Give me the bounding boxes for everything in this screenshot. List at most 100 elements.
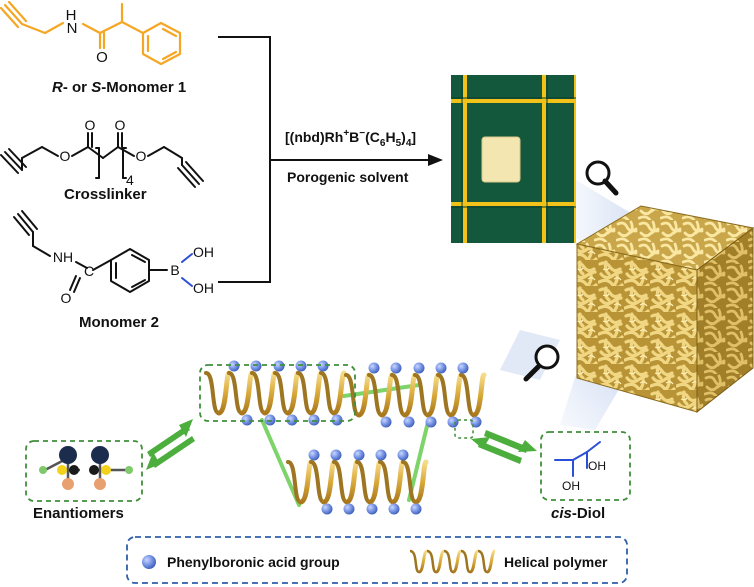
crosslink-line-1 — [342, 383, 421, 398]
legend-helix-back-1 — [409, 549, 420, 574]
helix-right-bottom-bead-3 — [425, 416, 437, 428]
monomer-2-oh-atom-2: OH — [193, 280, 214, 296]
helix-left-bottom-bead-3 — [286, 414, 298, 426]
helix-bottom-back-strand-2 — [309, 460, 326, 504]
helix-right-bottom-bead-1 — [380, 416, 392, 428]
catalyst-minus: − — [359, 128, 365, 139]
monomer-1-label-suffix: -Monomer 1 — [101, 79, 186, 96]
catalyst-part-d: ) — [401, 129, 406, 145]
helix-bottom-top-bead-3 — [353, 449, 365, 461]
legend-helix-label: Helical polymer — [504, 554, 608, 570]
reaction-arrow-head — [428, 154, 443, 166]
helix-bottom-bottom-bead-1 — [321, 503, 333, 515]
legend-helix-back-3 — [443, 549, 454, 574]
helix-right-top-bead-2 — [390, 362, 402, 374]
porous-cube — [575, 205, 754, 414]
cis-diol-oh-1: OH — [588, 459, 606, 473]
equilibrium-arrow-right — [471, 430, 537, 464]
helix-bottom-bottom-bead-2 — [343, 503, 355, 515]
legend-helix-back-2 — [426, 549, 437, 574]
monomer-2-b-atom: B — [170, 262, 179, 278]
legend-helix-back-4 — [460, 549, 471, 574]
helix-left-top-bead-3 — [273, 360, 285, 372]
enantiomer-molecule-2 — [89, 446, 133, 490]
helix-left-back-strand-6 — [319, 371, 336, 415]
legend-helix-front-5 — [486, 549, 496, 574]
helix-bottom-top-bead-2 — [330, 449, 342, 461]
monomer-1-h-atom: H — [66, 7, 77, 24]
helix-left-back-strand-1 — [204, 371, 221, 415]
crosslinker-o-atom-3: O — [60, 148, 71, 164]
helix-right-top-bead-5 — [457, 362, 469, 374]
helix-bottom-bottom-bead-5 — [410, 503, 422, 515]
enantiomers-label: Enantiomers — [33, 505, 124, 522]
cis-diol-box — [540, 431, 631, 501]
helix-left-top-bead-5 — [317, 360, 329, 372]
helix-bottom-front-strand-2 — [321, 459, 337, 505]
helix-left-front-strand-5 — [308, 370, 324, 416]
catalyst-part-e: ] — [411, 129, 416, 145]
catalyst-six: 6 — [380, 138, 386, 149]
crosslinker-o-atom-1: O — [85, 117, 96, 133]
helix-left-front-strand-4 — [285, 370, 301, 416]
helix-right-back-strand-5 — [436, 373, 453, 417]
catalyst-five: 5 — [396, 138, 402, 149]
magnifier-icon-bottom — [523, 344, 560, 382]
helix-right-bottom-bead-2 — [403, 416, 415, 428]
helix-right-front-strand-2 — [379, 372, 395, 418]
helix-left-top-bead-1 — [228, 360, 240, 372]
boronic-acid-group — [181, 253, 193, 287]
helix-bottom-front-strand-1 — [298, 459, 314, 505]
legend-helix-back-5 — [477, 549, 488, 574]
helix-left-back-strand-3 — [250, 371, 267, 415]
helix-bottom-bottom-bead-4 — [388, 503, 400, 515]
crosslinker-label: Crosslinker — [64, 186, 147, 203]
crosslinker-o-atom-2: O — [115, 117, 126, 133]
catalyst-part-a: [(nbd)Rh — [285, 129, 343, 145]
monolith-photo — [451, 75, 576, 243]
legend-helix-icon — [409, 549, 496, 574]
monomer-1-label-s: S — [91, 79, 101, 96]
helix-bottom-back-strand-3 — [332, 460, 349, 504]
catalyst-part-c: (C — [365, 129, 380, 145]
monomer-1-label-or: - or — [63, 79, 91, 96]
helix-left-front-strand-1 — [216, 370, 232, 416]
helix-right-front-strand-5 — [448, 372, 464, 418]
legend-bead-icon — [142, 555, 156, 569]
helical-polymer-network — [204, 360, 487, 515]
helix-right-back-strand-6 — [459, 373, 476, 417]
cis-diol-label: cis-Diol — [551, 505, 605, 522]
enantiomer-binding-region — [199, 364, 356, 422]
helix-left-bottom-bead-1 — [241, 414, 253, 426]
helix-left-bottom-bead-4 — [308, 414, 320, 426]
helix-right — [344, 362, 487, 428]
helix-right-bottom-bead-4 — [447, 416, 459, 428]
monomer-2-o-atom: O — [61, 290, 72, 306]
helix-bottom-front-strand-5 — [390, 459, 406, 505]
helix-left-top-bead-2 — [250, 360, 262, 372]
catalyst-label: [(nbd)Rh+B−(C6H5)4] — [285, 128, 416, 149]
catalyst-four: 4 — [406, 138, 412, 149]
monomer-2-oh-atom-1: OH — [193, 244, 214, 260]
crosslink-line-2 — [260, 418, 301, 507]
helix-bottom-back-strand-4 — [355, 460, 372, 504]
monomer-1-structure — [0, 0, 182, 66]
monomer-1-label-r: R — [52, 79, 63, 96]
helix-left-back-strand-2 — [227, 371, 244, 415]
monomer-2-nh-atom: NH — [53, 249, 73, 265]
helix-right-back-strand-3 — [390, 373, 407, 417]
helix-bottom-front-strand-3 — [344, 459, 360, 505]
helix-right-top-bead-3 — [413, 362, 425, 374]
monomer-1-o-atom: O — [96, 49, 108, 66]
diol-binding-site — [454, 419, 474, 439]
monomer-1-label: R- or S-Monomer 1 — [52, 79, 186, 96]
helix-bottom-top-bead-1 — [308, 449, 320, 461]
helix-right-bottom-bead-5 — [470, 416, 482, 428]
monomer-2-c-atom: C — [84, 263, 94, 279]
magnifier-icon-top — [585, 160, 619, 196]
helix-left-front-strand-6 — [331, 370, 347, 416]
porogenic-solvent-label: Porogenic solvent — [287, 169, 409, 185]
helix-left-bottom-bead-2 — [264, 414, 276, 426]
helix-left-bottom-bead-5 — [331, 414, 343, 426]
